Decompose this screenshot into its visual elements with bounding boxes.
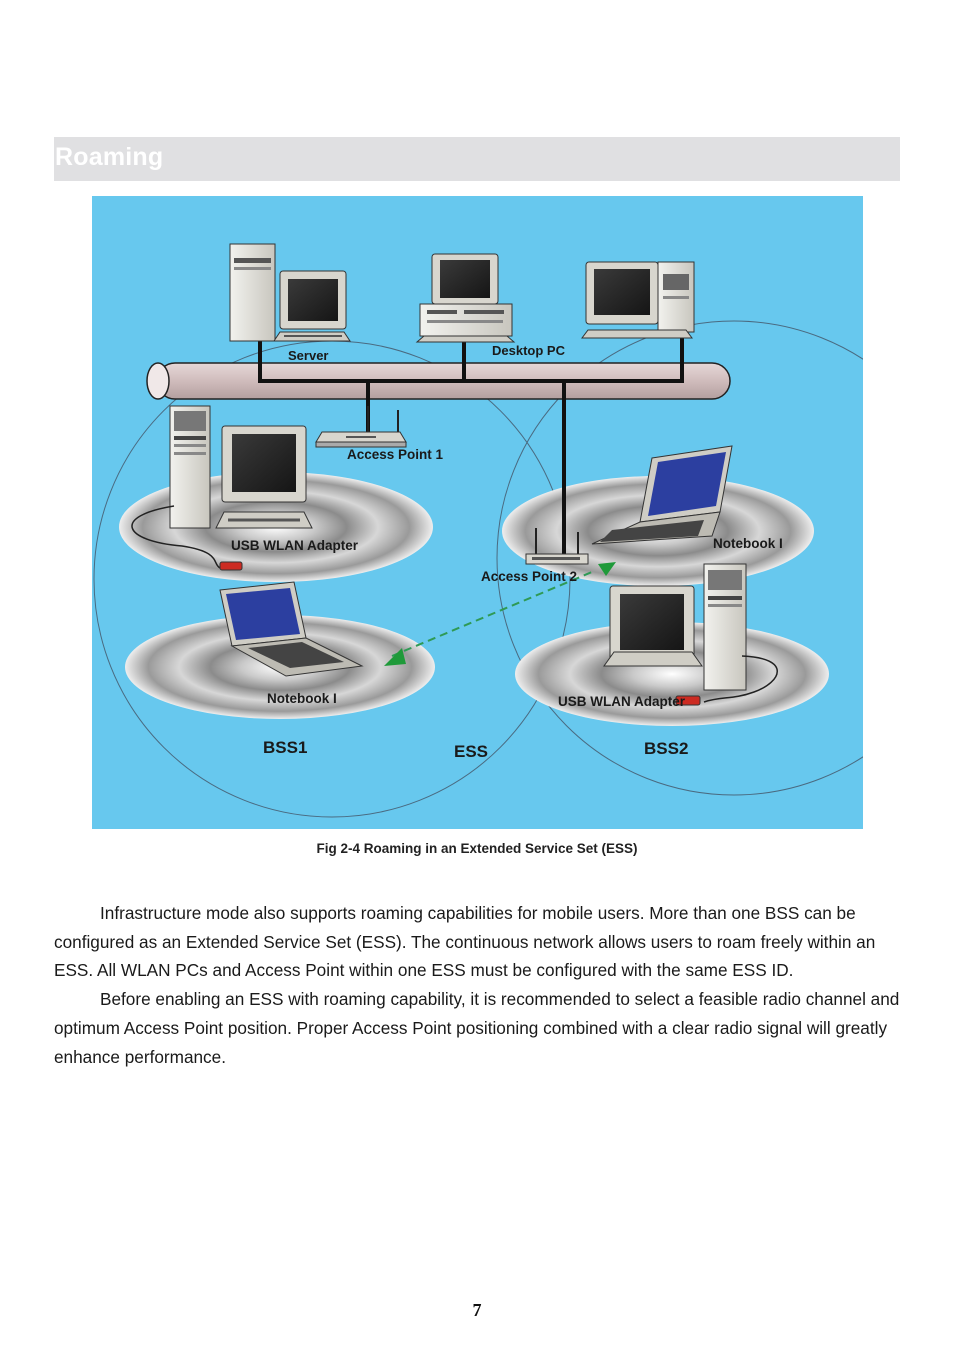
access-point-1-icon bbox=[315, 406, 407, 448]
notebook-bss1-icon bbox=[219, 581, 364, 677]
roam-arrow-right-icon bbox=[598, 562, 616, 576]
desktop-pc-bss1-icon bbox=[131, 405, 313, 571]
label-access-point-2: Access Point 2 bbox=[481, 569, 577, 584]
bss2-range-circle bbox=[496, 320, 863, 796]
section-header: Roaming bbox=[54, 137, 900, 181]
label-bss2: BSS2 bbox=[644, 739, 688, 758]
label-notebook-left: Notebook I bbox=[267, 691, 337, 706]
server-computer-icon bbox=[229, 243, 351, 342]
paragraph: Before enabling an ESS with roaming capa… bbox=[54, 989, 900, 1067]
notebook-bss2-icon bbox=[591, 445, 733, 545]
paragraph: Infrastructure mode also supports roamin… bbox=[54, 903, 876, 981]
label-server: Server bbox=[288, 348, 328, 363]
roam-arrow-left-icon bbox=[384, 648, 406, 666]
label-usb-adapter-left: USB WLAN Adapter bbox=[231, 538, 359, 553]
section-title: Roaming bbox=[55, 143, 164, 171]
page-number: 7 bbox=[472, 1300, 482, 1320]
roaming-path bbox=[384, 562, 616, 666]
access-point-2-icon bbox=[525, 528, 589, 565]
usb-wlan-adapter-right-icon bbox=[675, 695, 701, 706]
label-notebook-right: Notebook I bbox=[713, 536, 783, 551]
label-ess: ESS bbox=[454, 742, 488, 761]
disc-right-bottom bbox=[515, 622, 829, 726]
usb-wlan-adapter-left-icon bbox=[219, 561, 243, 571]
label-bss1: BSS1 bbox=[263, 738, 307, 757]
desktop-pc-bss2-icon bbox=[603, 563, 778, 706]
figure-caption: Fig 2-4 Roaming in an Extended Service S… bbox=[316, 841, 638, 856]
desktop-pc-middle-icon bbox=[415, 253, 516, 343]
desktop-pc-right-icon bbox=[581, 261, 695, 339]
ess-roaming-diagram: Server Desktop PC Access Point 1 USB WLA… bbox=[92, 196, 863, 829]
label-desktop-pc: Desktop PC bbox=[492, 343, 566, 358]
label-access-point-1: Access Point 1 bbox=[347, 447, 444, 462]
body-text: Infrastructure mode also supports roamin… bbox=[54, 899, 900, 1071]
label-usb-adapter-right: USB WLAN Adapter bbox=[558, 694, 686, 709]
